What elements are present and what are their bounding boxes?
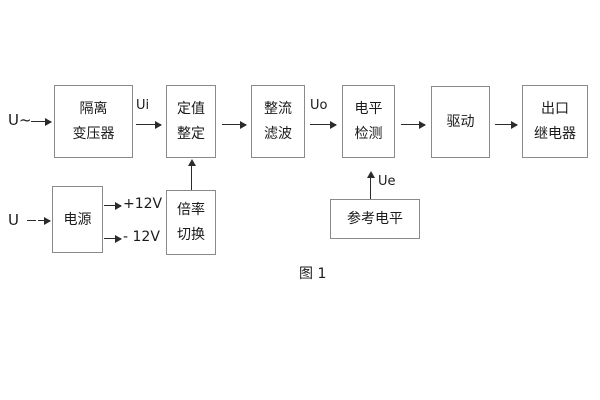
block-power-supply-line1: 电源 (63, 211, 92, 228)
arrow-level-detection-to-drive (401, 120, 426, 129)
block-isolation-transformer-line2: 变压器 (72, 126, 115, 142)
arrow-setting-value-to-rectify-filter (222, 120, 247, 129)
block-level-detection: 电平 检测 (342, 85, 395, 158)
arrow-power-supply-rail-positive (104, 201, 122, 210)
block-drive: 驱动 (431, 86, 490, 158)
block-multiplier-switch-line1: 倍率 (177, 202, 205, 218)
arrow-drive-to-output-relay (495, 120, 518, 129)
block-output-relay-line2: 继电器 (534, 126, 576, 142)
block-rectify-filter: 整流 滤波 (251, 85, 305, 158)
block-isolation-transformer: 隔离 变压器 (54, 85, 133, 158)
signal-ue-label: Ue (378, 174, 396, 189)
block-reference-level-line1: 参考电平 (347, 211, 403, 227)
input-ac-label: U~ (8, 111, 32, 129)
arrow-input-ac-to-isolation-transformer (31, 117, 52, 126)
arrow-input-dc-to-power-supply (38, 216, 51, 225)
arrow-rectify-filter-to-level-detection (310, 120, 337, 129)
arrow-isolation-transformer-to-setting-value (136, 120, 162, 129)
block-drive-line1: 驱动 (446, 114, 475, 130)
block-reference-level: 参考电平 (330, 199, 420, 239)
block-rectify-filter-line1: 整流 (264, 101, 292, 117)
block-multiplier-switch: 倍率 切换 (166, 190, 216, 255)
arrow-multiplier-switch-to-setting-value (187, 159, 196, 190)
block-multiplier-switch-line2: 切换 (177, 227, 205, 243)
block-power-supply: 电源 (52, 186, 103, 253)
rail-negative-label: - 12V (123, 229, 160, 245)
block-output-relay-line1: 出口 (541, 101, 569, 117)
block-level-detection-line1: 电平 (354, 101, 383, 117)
input-dc-label: U (8, 211, 19, 229)
block-setting-value-line1: 定值 (177, 101, 205, 117)
block-isolation-transformer-line1: 隔离 (79, 101, 108, 117)
block-rectify-filter-line2: 滤波 (264, 126, 292, 142)
dash-segment-input-dc (27, 220, 36, 221)
block-output-relay: 出口 继电器 (522, 85, 588, 158)
block-setting-value-line2: 整定 (177, 126, 205, 142)
arrow-power-supply-rail-negative (104, 234, 122, 243)
block-setting-value: 定值 整定 (166, 85, 216, 158)
signal-ui-label: Ui (136, 98, 150, 113)
rail-positive-label: +12V (123, 196, 163, 212)
signal-uo-label: Uo (310, 98, 328, 113)
arrow-reference-level-to-level-detection (366, 171, 375, 199)
figure-caption: 图 1 (299, 266, 327, 282)
block-level-detection-line2: 检测 (354, 126, 383, 142)
